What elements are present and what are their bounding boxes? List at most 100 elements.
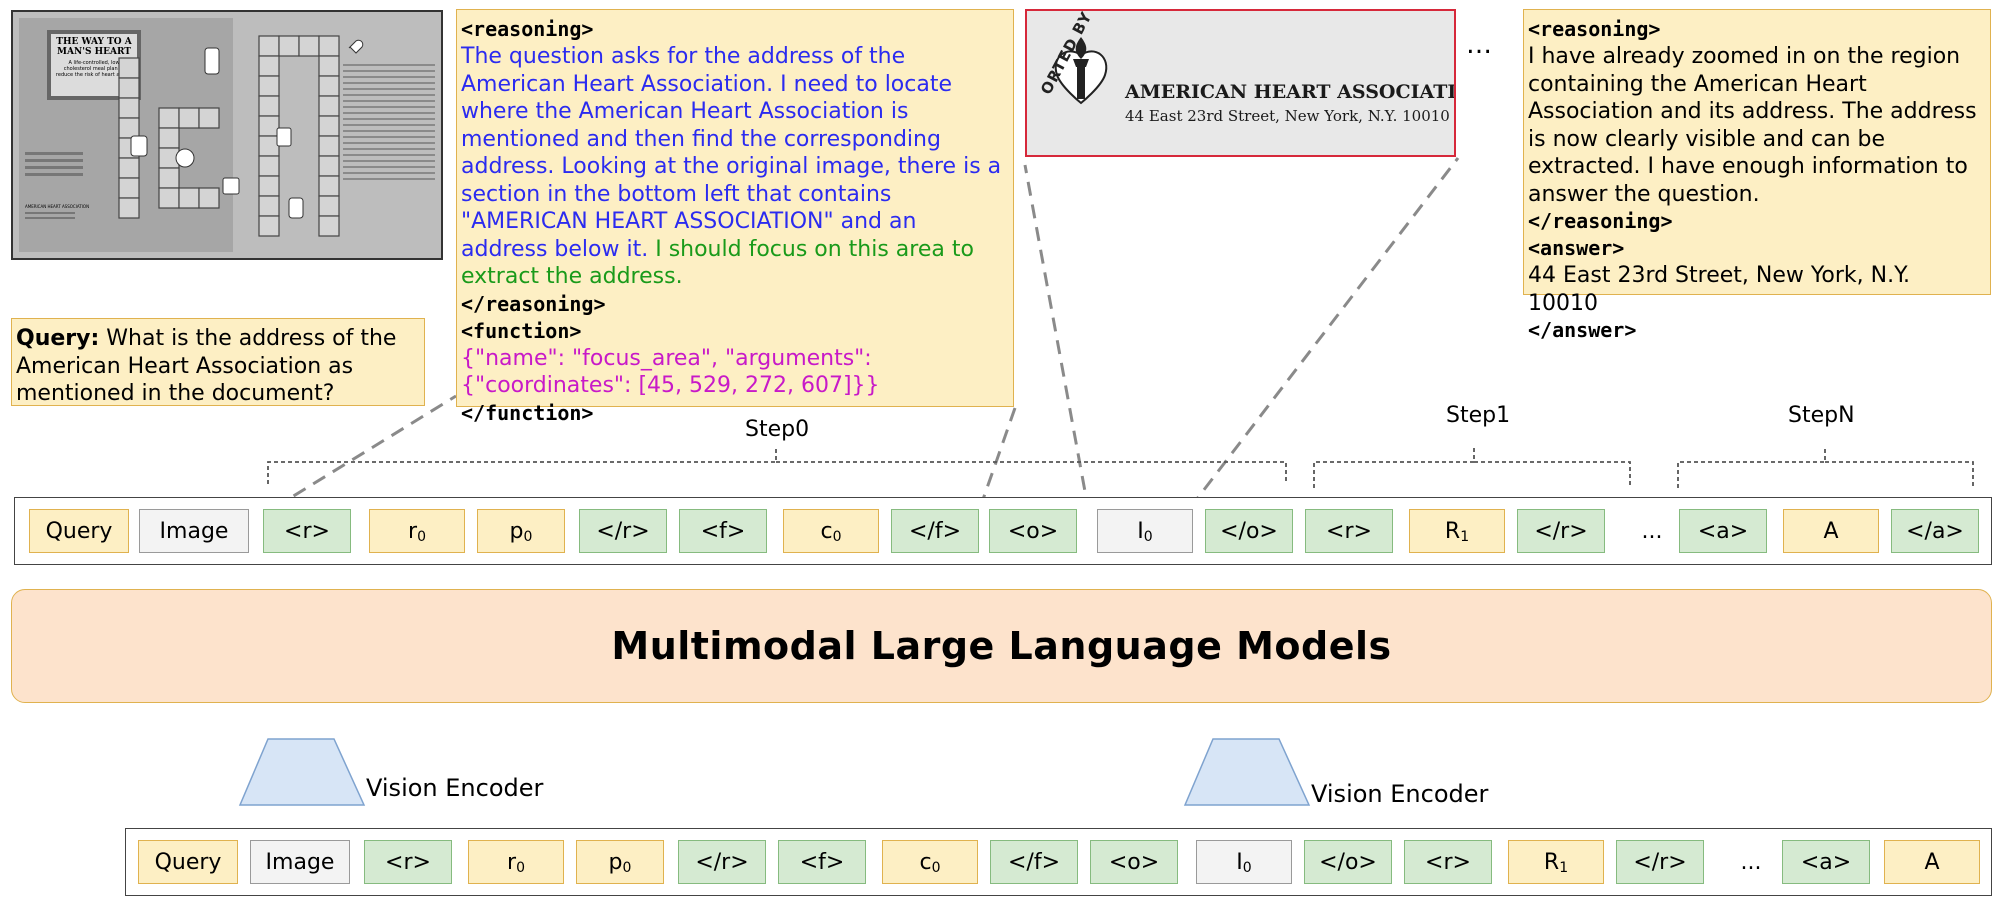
answer-open-tag: <answer> <box>1528 236 1625 260</box>
input-token-reasoning-close: </r> <box>678 840 766 884</box>
thumbnail-title-block: THE WAY TO A MAN'S HEART A life-controll… <box>47 30 141 100</box>
reasoning-open-tag: <reasoning> <box>461 17 594 41</box>
thumbnail-org: AMERICAN HEART ASSOCIATION <box>25 204 90 209</box>
token-observation-close: </o> <box>1205 509 1293 553</box>
function-open-tag: <function> <box>461 318 582 343</box>
step1-brace <box>1313 446 1631 488</box>
token-R1-base: R <box>1444 518 1461 544</box>
token-query: Query <box>29 509 129 553</box>
query-text: What is the address of the American Hear… <box>16 326 397 406</box>
thumbnail-right-text <box>343 60 435 240</box>
token-i0-sub: 0 <box>1143 529 1153 545</box>
vision-encoder-right <box>1183 738 1311 806</box>
connector-crop-to-i0-left <box>1023 164 1095 536</box>
token-answer: A <box>1783 509 1879 553</box>
token-reasoning-open: <r> <box>263 509 351 553</box>
vision-encoder-left <box>238 738 366 806</box>
token-i0-base: I <box>1137 518 1144 544</box>
token-r0-sub: 0 <box>417 529 426 545</box>
connector-step0-to-reasoning <box>273 394 457 510</box>
token-ellipsis: ... <box>1641 518 1663 544</box>
document-thumbnail: THE WAY TO A MAN'S HEART A life-controll… <box>11 10 443 260</box>
input-token-c0-base: c <box>919 849 932 875</box>
stepn-label: StepN <box>1788 403 1855 428</box>
answer-reasoning-text: I have already zoomed in on the region c… <box>1528 44 1977 207</box>
query-label: Query: <box>16 326 100 351</box>
input-token-r0-sub: 0 <box>516 860 525 876</box>
zoomed-crop: ORTED BY YOUR HEART FUND AMERICAN HEART … <box>1025 9 1456 157</box>
stepn-brace <box>1677 446 1974 488</box>
function-call-text: {"name": "focus_area", "arguments": {"co… <box>461 345 880 399</box>
reasoning-text: The question asks for the address of the… <box>461 43 1009 291</box>
input-token-i0-base: I <box>1236 849 1243 875</box>
torch-emblem <box>1054 37 1108 105</box>
input-token-R1-base: R <box>1543 849 1560 875</box>
input-token-answer: A <box>1884 840 1980 884</box>
mllm-block: Multimodal Large Language Models <box>11 589 1992 703</box>
input-token-reasoning-open-step1: <r> <box>1404 840 1492 884</box>
thumbnail-board-game <box>118 35 364 237</box>
token-observation-open: <o> <box>989 509 1077 553</box>
answer-reasoning-close-tag: </reasoning> <box>1528 209 1673 233</box>
thumbnail-title: THE WAY TO A MAN'S HEART <box>56 37 132 57</box>
input-token-r0-base: r <box>507 849 517 875</box>
input-token-reasoning-open: <r> <box>364 840 452 884</box>
input-token-query: Query <box>138 840 238 884</box>
token-r0-base: r <box>408 518 418 544</box>
input-token-function-open: <f> <box>778 840 866 884</box>
answer-close-tag: </answer> <box>1528 318 1637 342</box>
vision-encoder-right-label: Vision Encoder <box>1311 780 1489 808</box>
token-p0-sub: 0 <box>523 529 533 545</box>
token-function-open: <f> <box>679 509 767 553</box>
input-token-function-close: </f> <box>990 840 1078 884</box>
token-c0-base: c <box>820 518 833 544</box>
step0-label: Step0 <box>745 417 810 442</box>
thumbnail-subtitle: A life-controlled, low cholesterol meal … <box>55 60 133 78</box>
query-box: Query: What is the address of the Americ… <box>11 318 425 406</box>
input-token-c0-sub: 0 <box>931 860 941 876</box>
reasoning-close-tag: </reasoning> <box>461 291 606 316</box>
reasoning-text-green: I should focus on this area to extract t… <box>461 236 974 290</box>
input-token-observation-open: <o> <box>1090 840 1178 884</box>
token-c0-sub: 0 <box>832 529 842 545</box>
input-token-p0-base: p <box>608 849 623 875</box>
mllm-label: Multimodal Large Language Models <box>611 624 1392 668</box>
token-image: Image <box>139 509 249 553</box>
token-reasoning-close: </r> <box>579 509 667 553</box>
input-token-ellipsis: ... <box>1740 849 1762 875</box>
connector-crop-to-i0-right <box>1188 157 1460 509</box>
input-token-i0-sub: 0 <box>1242 860 1252 876</box>
reasoning-box: <reasoning> The question asks for the ad… <box>456 9 1014 425</box>
step0-brace <box>267 448 1287 484</box>
token-reasoning-close-step1: </r> <box>1517 509 1605 553</box>
token-R1-sub: 1 <box>1460 529 1470 545</box>
token-function-close: </f> <box>891 509 979 553</box>
input-token-R1-sub: 1 <box>1559 860 1569 876</box>
token-answer-open: <a> <box>1679 509 1767 553</box>
input-token-reasoning-close-step1: </r> <box>1616 840 1704 884</box>
crop-title: AMERICAN HEART ASSOCIATION <box>1125 81 1456 103</box>
input-token-p0-sub: 0 <box>622 860 632 876</box>
vision-encoder-left-label: Vision Encoder <box>366 774 544 802</box>
reasoning-text-blue: The question asks for the address of the… <box>461 44 1002 262</box>
connector-function-to-crop-left <box>978 407 1017 509</box>
function-close-tag: </function> <box>461 400 594 425</box>
crop-address: 44 East 23rd Street, New York, N.Y. 1001… <box>1125 107 1450 125</box>
input-token-answer-open: <a> <box>1782 840 1870 884</box>
token-answer-close: </a> <box>1891 509 1979 553</box>
ellipsis: … <box>1466 30 1492 60</box>
